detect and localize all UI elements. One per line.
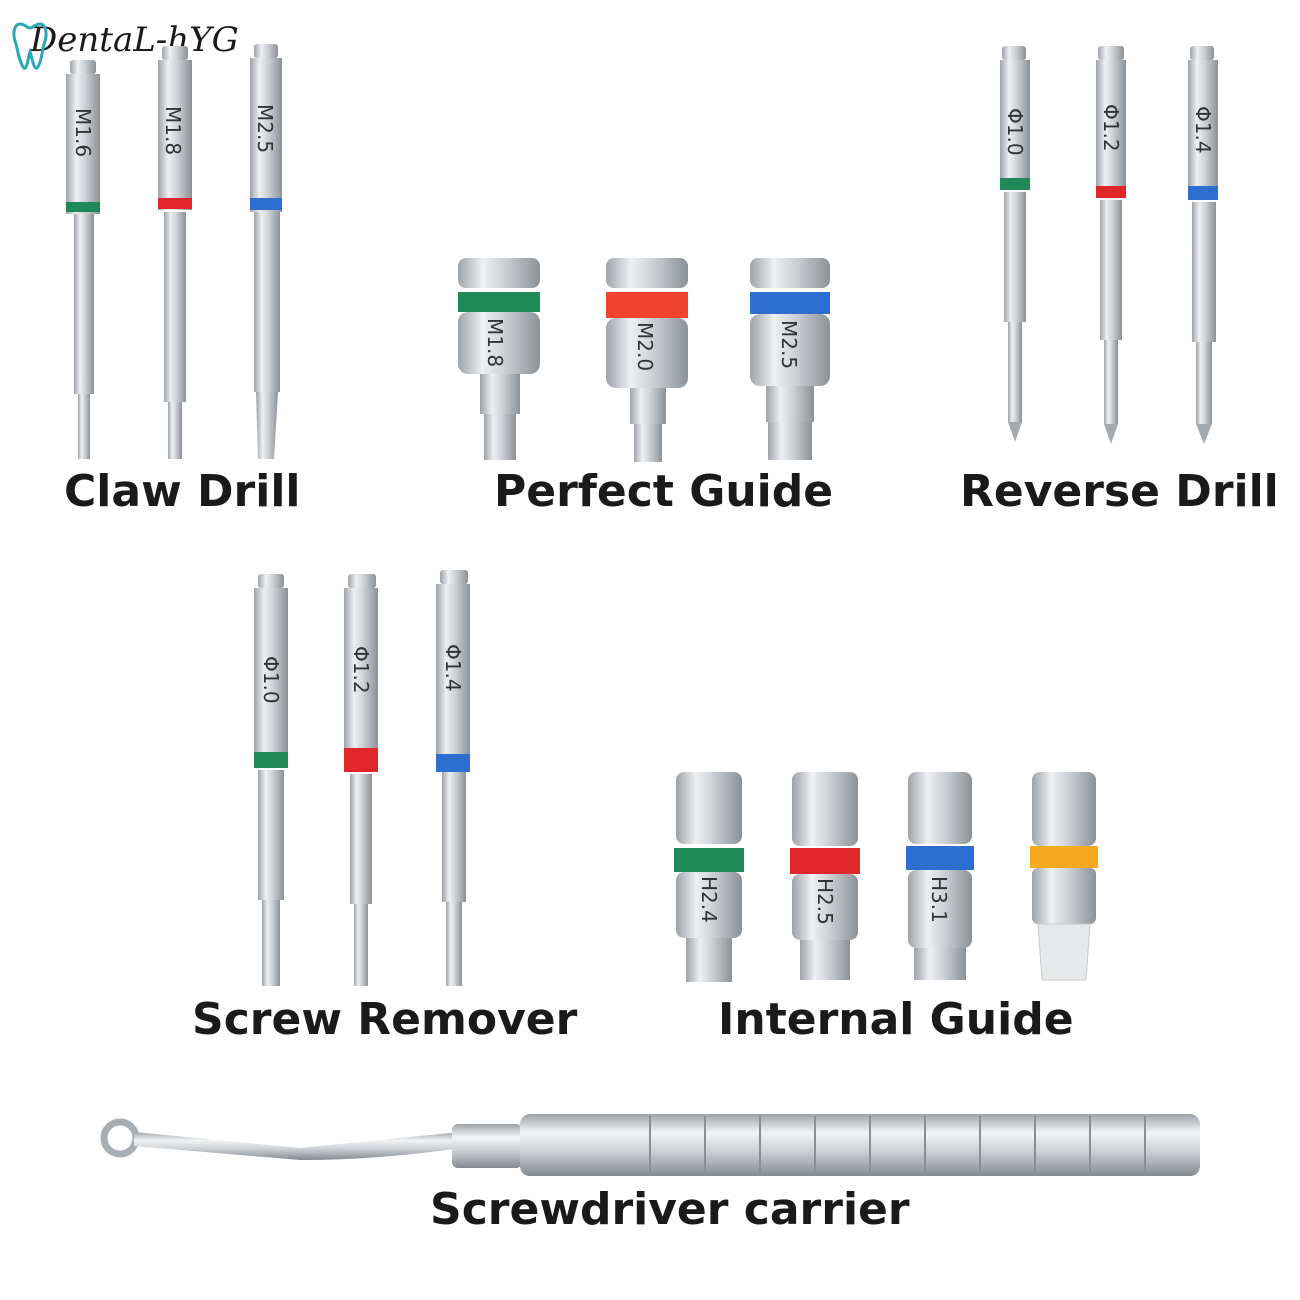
claw-drill-3 [250,44,282,459]
remover-label-1: Φ1.0 [259,656,283,704]
screw-remover-2 [344,574,378,986]
caption-screw-remover: Screw Remover [192,994,578,1045]
band-m1-8 [158,198,192,209]
internal-guide-3 [906,772,974,980]
screw-remover-1 [254,574,288,986]
internal-guide-1 [674,772,744,982]
caption-perfect-guide: Perfect Guide [494,466,834,517]
claw-drill-1 [66,60,100,459]
perfect-guide-2 [606,258,688,462]
brand-logo: DentaL-hYG [30,20,239,60]
claw-label-3: M2.5 [253,104,277,153]
reverse-label-1: Φ1.0 [1003,108,1027,156]
perfect-label-3: M2.5 [777,320,801,369]
reverse-label-2: Φ1.2 [1099,104,1123,152]
internal-label-1: H2.4 [697,876,721,923]
brand-logo-text: DentaL-hYG [30,20,239,60]
internal-label-3: H3.1 [927,876,951,923]
internal-label-2: H2.5 [813,878,837,925]
caption-reverse-drill: Reverse Drill [960,466,1279,517]
tooth-logo-icon [12,22,48,70]
perfect-guide-1 [458,258,540,460]
perfect-label-1: M1.8 [483,318,507,367]
band-m2-5 [250,198,282,210]
caption-claw-drill: Claw Drill [64,466,301,517]
caption-screwdriver-carrier: Screwdriver carrier [430,1184,910,1235]
internal-guide-2 [790,772,860,980]
reverse-drill-1 [1000,46,1030,442]
remover-label-3: Φ1.4 [441,644,465,692]
reverse-drill-3 [1188,46,1218,444]
claw-label-2: M1.8 [161,106,185,155]
band-m1-6 [66,202,100,212]
instrument-labels: M1.6 M1.8 M2.5 M1.8 M2.0 M2.5 Φ1.0 Φ1.2 … [71,104,1215,925]
screwdriver-carrier [100,1114,1200,1176]
reverse-label-3: Φ1.4 [1191,106,1215,154]
screw-remover-3 [436,570,470,986]
internal-guide-4 [1030,772,1098,981]
claw-label-1: M1.6 [71,108,95,157]
reverse-drill-2 [1096,46,1126,444]
perfect-label-2: M2.0 [633,322,657,371]
perfect-guide-3 [750,258,830,460]
remover-label-2: Φ1.2 [349,646,373,694]
caption-internal-guide: Internal Guide [718,994,1074,1045]
claw-drill-2 [158,46,192,459]
